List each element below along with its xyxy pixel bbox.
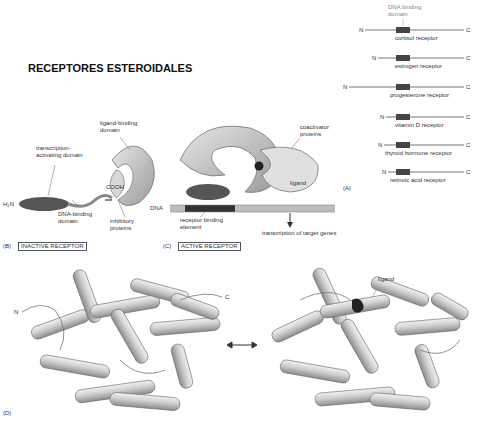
title: RECEPTORES ESTEROIDALES [28, 62, 192, 74]
part-label: thyroid hormone receptor [385, 150, 452, 157]
panel-letter: (B) [3, 243, 11, 250]
helix-cylinder [319, 294, 390, 319]
leader-lines [48, 137, 380, 305]
part-label: inhibitory proteins [110, 218, 150, 231]
helix-cylinder [279, 359, 350, 384]
part-label: vitamin D receptor [395, 122, 444, 129]
part-label: COOH [106, 184, 124, 191]
inactive-receptor [19, 146, 154, 211]
helix-cylinder [39, 354, 110, 379]
ligand-molecule [352, 298, 364, 312]
panel-letter: C [466, 55, 470, 62]
part-label: transcription of target genes [262, 230, 336, 237]
panel-letter: (A) [343, 185, 351, 192]
part-label: ligand [378, 276, 394, 283]
part-label: INACTIVE RECEPTOR [18, 242, 87, 251]
part-label: ligand-binding domain [100, 120, 140, 133]
panel-letter: N [343, 84, 347, 91]
helix-cylinder [270, 309, 325, 344]
part-label: ACTIVE RECEPTOR [178, 242, 241, 251]
panel-letter: N [359, 27, 363, 34]
helix-cylinder [413, 343, 441, 390]
helix-cylinder [369, 275, 430, 308]
helix-cylinder [395, 317, 461, 336]
panel-letter: C [225, 294, 229, 301]
panel-letter: C [466, 142, 470, 149]
helix-cylinder [429, 291, 470, 322]
panel-letter: C [466, 27, 470, 34]
part-label: ligand [290, 180, 306, 187]
panel-letter: C [466, 114, 470, 121]
part-label: cortisol receptor [395, 35, 438, 42]
panel-letter: C [466, 84, 470, 91]
helix-cylinder [109, 307, 150, 365]
helix-cylinder [110, 392, 181, 411]
part-label: transcription-activating domain [36, 145, 88, 158]
panel-letter: N [372, 55, 376, 62]
part-label: retinoic acid receptor [390, 177, 446, 184]
panel-letter: N [380, 114, 384, 121]
double-arrow [227, 342, 257, 348]
panel-letter: DNA [150, 205, 163, 212]
panel-letter: N [14, 309, 18, 316]
panel-letter: H₂N [3, 201, 14, 208]
helix-cylinder [30, 308, 91, 341]
panel-letter: C [466, 169, 470, 176]
panel-letter: N [382, 169, 386, 176]
helix-cylinders [30, 266, 471, 411]
part-label: receptor binding element [180, 217, 230, 230]
part-label: estrogen receptor [395, 63, 442, 70]
part-label: DNA binding domain [388, 4, 422, 17]
part-label: progesterone receptor [390, 92, 449, 99]
part-label: coactivator proteins [300, 124, 342, 137]
helix-cylinder [150, 317, 221, 336]
panel-letter: (C) [163, 243, 171, 250]
panel-letter: (D) [3, 410, 11, 417]
helix-cylinder [370, 392, 431, 410]
panel-letter: N [378, 142, 382, 149]
active-receptor [170, 126, 335, 228]
helix-cylinder [169, 292, 220, 321]
helix-cylinder [170, 343, 194, 390]
loops [22, 293, 460, 374]
part-label: DNA-binding domain [58, 211, 94, 224]
receptor-bars [349, 30, 464, 172]
helix-cylinder [339, 317, 380, 375]
